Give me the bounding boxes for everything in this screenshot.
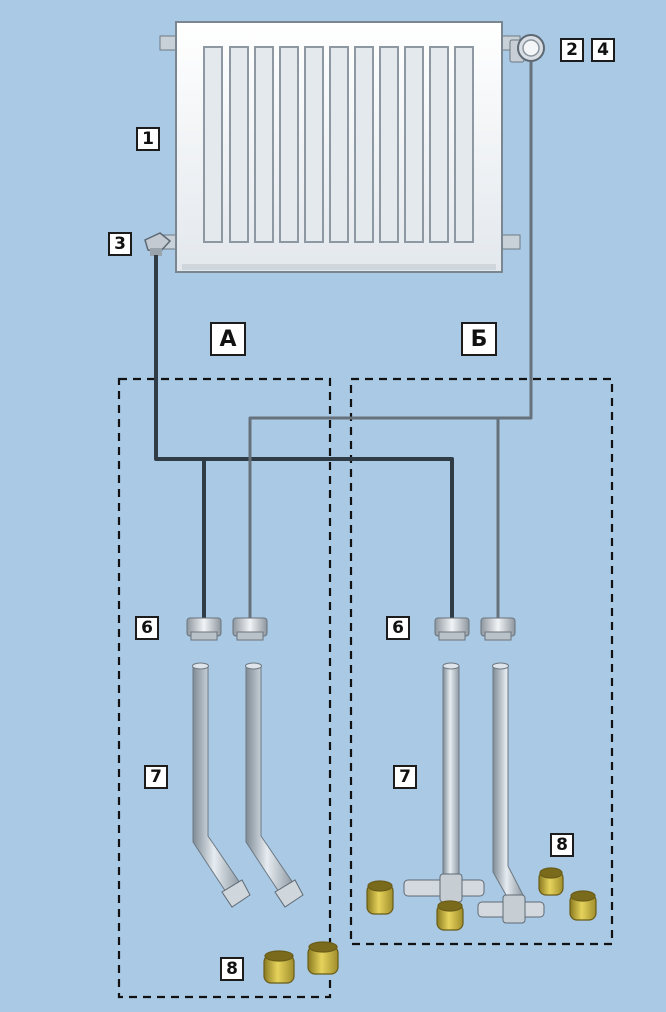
callout-thermostat-head: 4 (591, 38, 615, 62)
group-b-outline (349, 377, 614, 946)
group-b-label: Б (461, 322, 497, 356)
callout-compression-fitting-b: 6 (386, 616, 410, 640)
callout-radiator: 1 (136, 127, 160, 151)
thermostatic-valve (509, 34, 545, 63)
connection-tube (192, 662, 304, 908)
return-pipe (154, 255, 454, 618)
callout-connection-tube-a: 7 (144, 765, 168, 789)
callout-connection-tube-b: 7 (393, 765, 417, 789)
brass-adapter (263, 867, 597, 984)
callout-adapter-a: 8 (220, 957, 244, 981)
callout-valve-top: 2 (560, 38, 584, 62)
compression-fitting (186, 617, 516, 641)
group-a-label: А (210, 322, 246, 356)
supply-pipe (248, 62, 533, 618)
return-valve (144, 232, 172, 256)
connection-tube (403, 662, 545, 924)
callout-valve-bottom: 3 (108, 232, 132, 256)
group-a-outline (117, 377, 332, 999)
callout-compression-fitting-a: 6 (135, 616, 159, 640)
callout-adapter-b: 8 (550, 833, 574, 857)
radiator (159, 21, 521, 273)
